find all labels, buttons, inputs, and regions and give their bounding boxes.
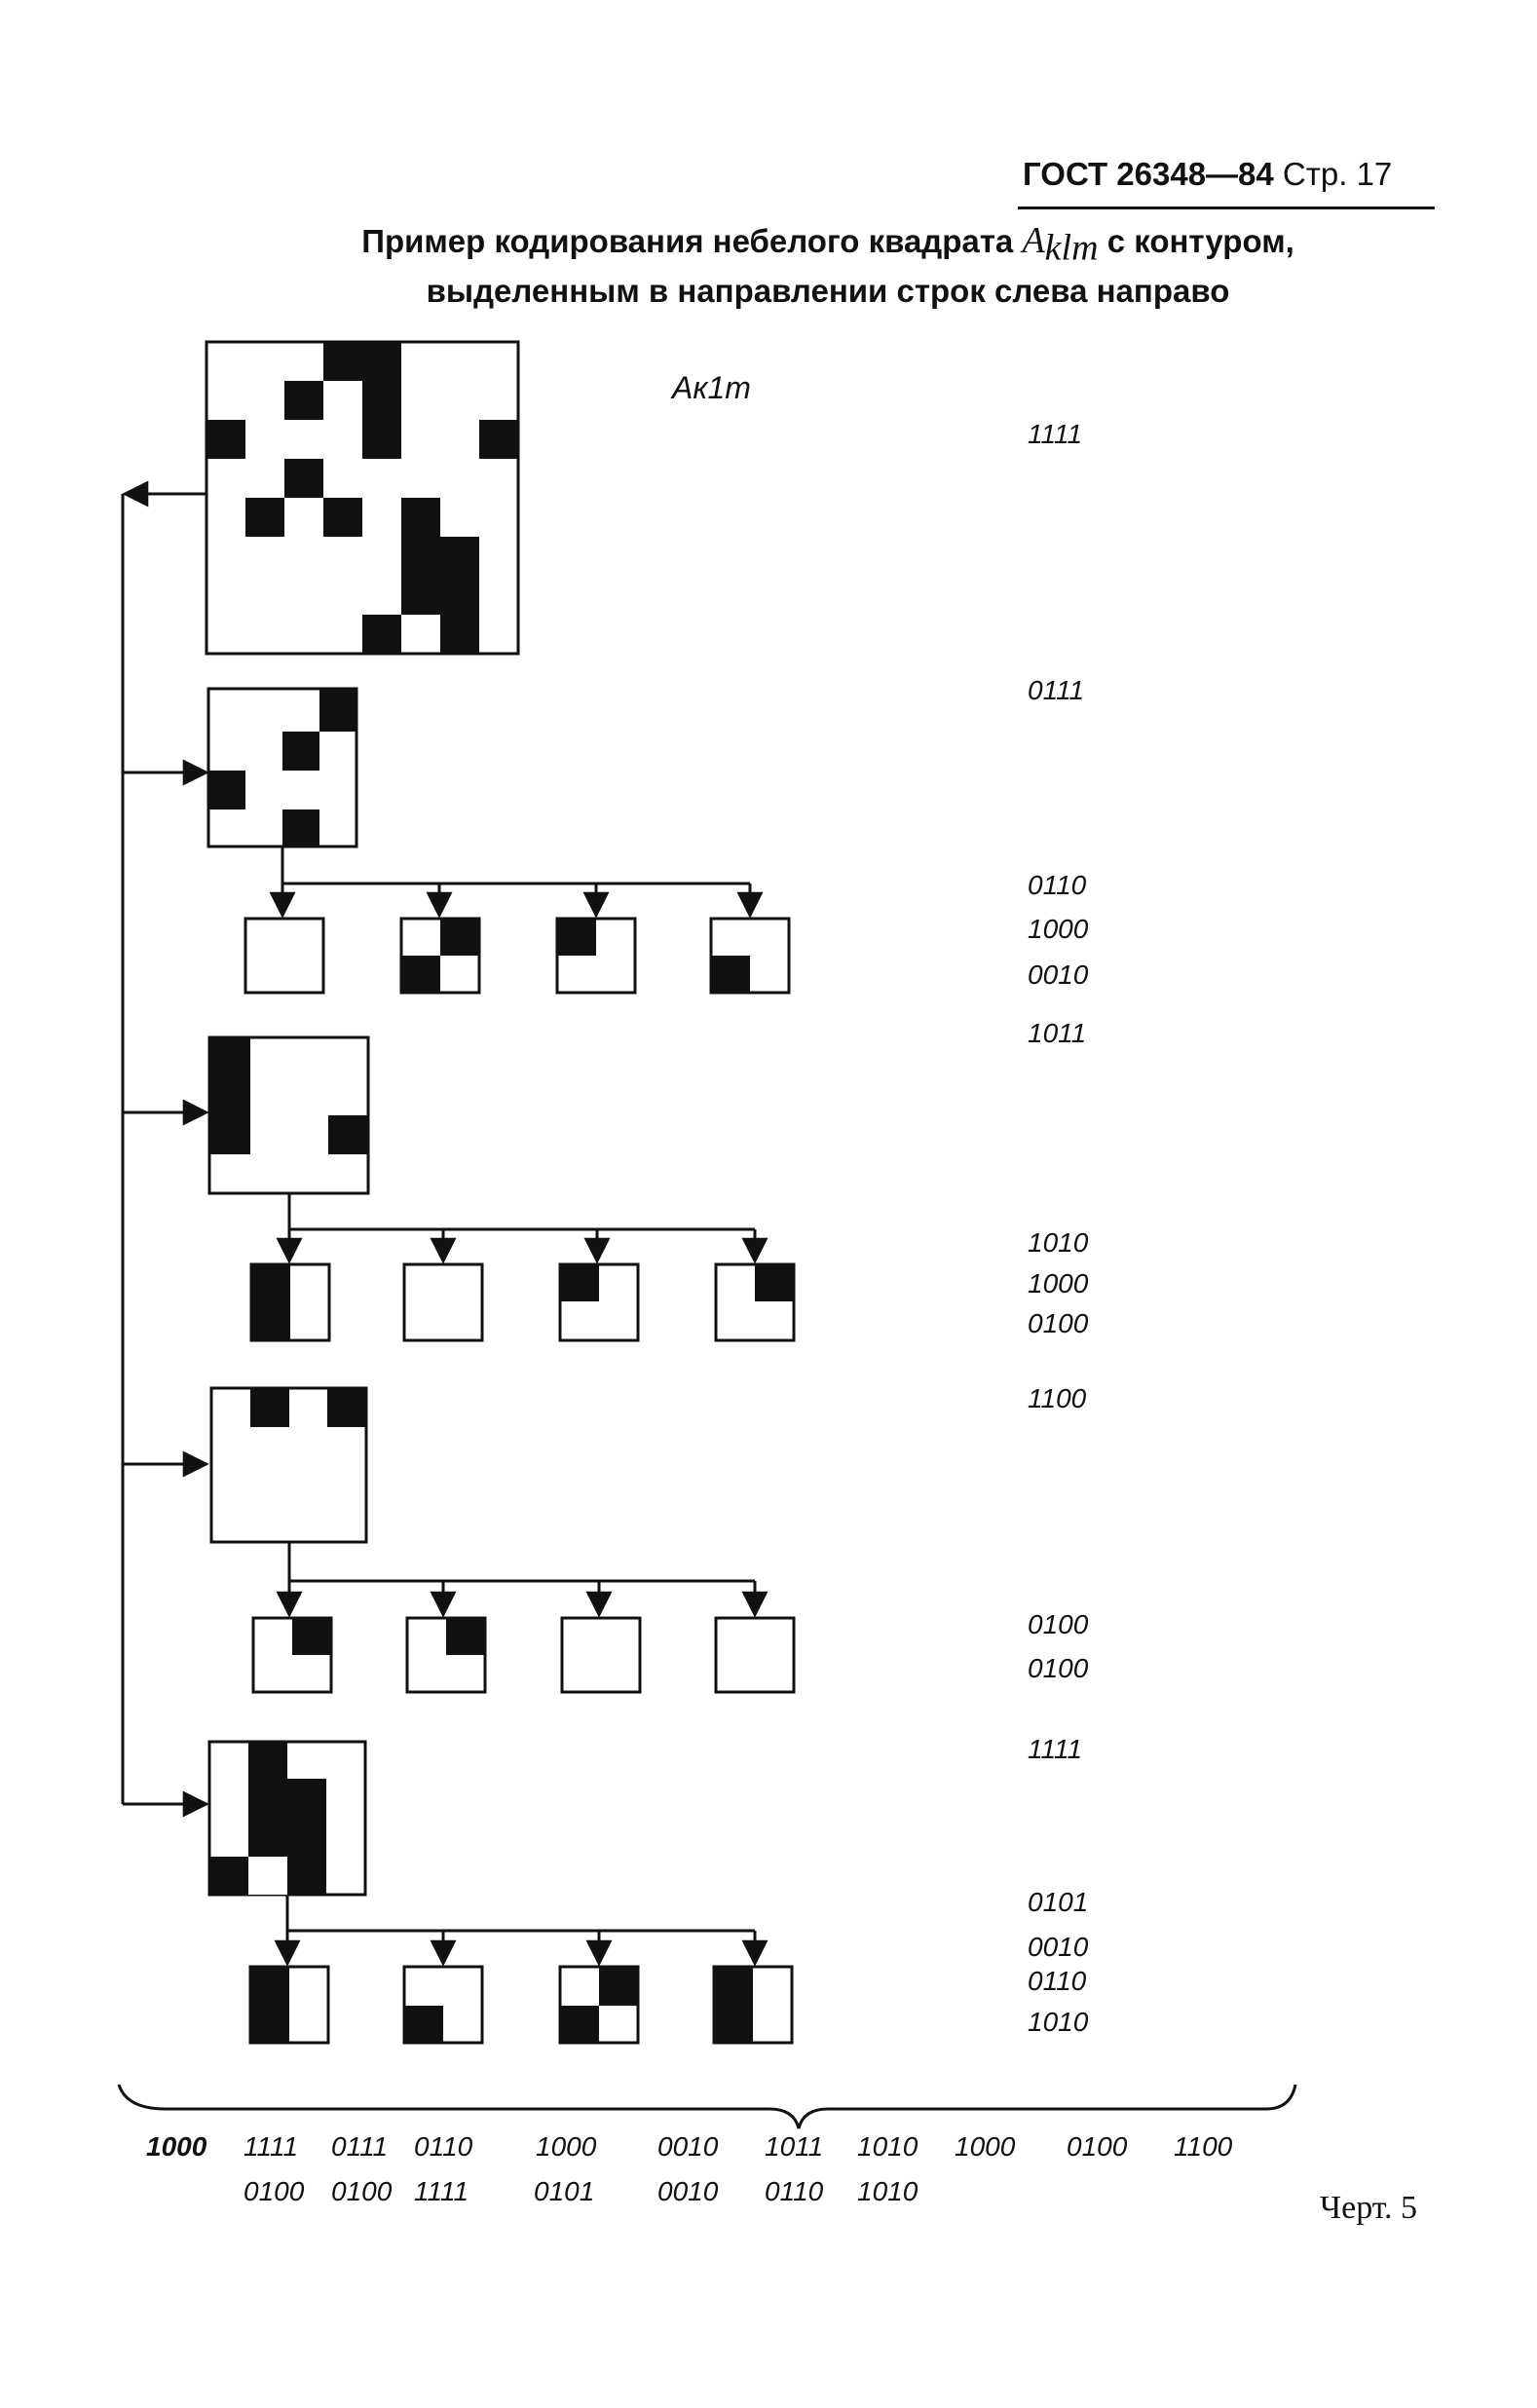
bottom-code: 1011 bbox=[765, 2131, 824, 2162]
quadrant-4-children bbox=[248, 1965, 794, 2045]
page-number: 17 bbox=[1356, 156, 1393, 192]
quadrant-3-children bbox=[251, 1616, 796, 1694]
main-square bbox=[205, 340, 520, 656]
bottom-code: 1111 bbox=[414, 2176, 469, 2206]
code-label: 1000 bbox=[1028, 914, 1089, 944]
code-label: 0111 bbox=[1028, 675, 1085, 705]
bottom-code: 0111 bbox=[331, 2131, 389, 2162]
bottom-code: 0100 bbox=[1067, 2131, 1128, 2162]
bottom-code: 0100 bbox=[244, 2176, 305, 2206]
title-line1-before: Пример кодирования небелого квадрата bbox=[361, 223, 1023, 259]
standard-number: ГОСТ 26348—84 bbox=[1023, 156, 1274, 192]
code-label: 0100 bbox=[1028, 1653, 1089, 1683]
quadrant-3 bbox=[209, 1386, 368, 1544]
figure-label: Черт. 5 bbox=[1320, 2190, 1418, 2226]
bottom-code: 1100 bbox=[1174, 2131, 1233, 2162]
title-line2: выделенным в направлении строк слева нап… bbox=[426, 272, 1230, 309]
bottom-code: 1111 bbox=[244, 2131, 299, 2162]
brace bbox=[117, 2084, 1297, 2129]
bottom-code: 1000 bbox=[536, 2131, 597, 2162]
bottom-code: 0010 bbox=[657, 2131, 719, 2162]
title-symbol: A bbox=[1022, 220, 1045, 261]
figure-title: Пример кодирования небелого квадрата Akl… bbox=[253, 219, 1403, 313]
quadrant-4 bbox=[207, 1740, 367, 1897]
code-label: 0010 bbox=[1028, 959, 1089, 990]
bottom-code: 1010 bbox=[857, 2131, 918, 2162]
code-label: 0100 bbox=[1028, 1308, 1089, 1338]
code-label: 1010 bbox=[1028, 1227, 1089, 1258]
code-label: 1000 bbox=[1028, 1268, 1089, 1298]
bottom-code: 0100 bbox=[331, 2176, 393, 2206]
bottom-code: 1010 bbox=[857, 2176, 918, 2206]
title-line1-after: с контуром, bbox=[1098, 223, 1294, 259]
code-label: 1010 bbox=[1028, 2007, 1089, 2037]
bottom-code: 0010 bbox=[657, 2176, 719, 2206]
bottom-code: 1000 bbox=[146, 2131, 207, 2162]
page-label: Стр. bbox=[1282, 156, 1348, 192]
bottom-code: 0110 bbox=[414, 2131, 473, 2162]
bottom-code: 0101 bbox=[534, 2176, 595, 2206]
header-rule bbox=[1018, 207, 1435, 209]
quadrant-2-children bbox=[249, 1262, 796, 1342]
code-label: 0100 bbox=[1028, 1609, 1089, 1639]
quadrant-2 bbox=[207, 1035, 370, 1195]
code-label: 1111 bbox=[1028, 419, 1083, 449]
quadrant-1 bbox=[206, 687, 358, 848]
code-label: 1011 bbox=[1028, 1018, 1087, 1048]
code-label: 0010 bbox=[1028, 1932, 1089, 1962]
code-label: 0101 bbox=[1028, 1887, 1089, 1917]
code-label: 0110 bbox=[1028, 870, 1087, 900]
bottom-code: 0110 bbox=[765, 2176, 824, 2206]
code-label: 0110 bbox=[1028, 1966, 1087, 1996]
page-header: ГОСТ 26348—84 Стр. 17 bbox=[1023, 156, 1432, 207]
bottom-code: 1000 bbox=[955, 2131, 1016, 2162]
title-subscript: klm bbox=[1044, 227, 1099, 269]
code-label: 1111 bbox=[1028, 1734, 1083, 1764]
diagram-label: Aк1m bbox=[672, 370, 751, 405]
quadrant-1-children bbox=[244, 917, 791, 995]
code-label: 1100 bbox=[1028, 1383, 1087, 1413]
